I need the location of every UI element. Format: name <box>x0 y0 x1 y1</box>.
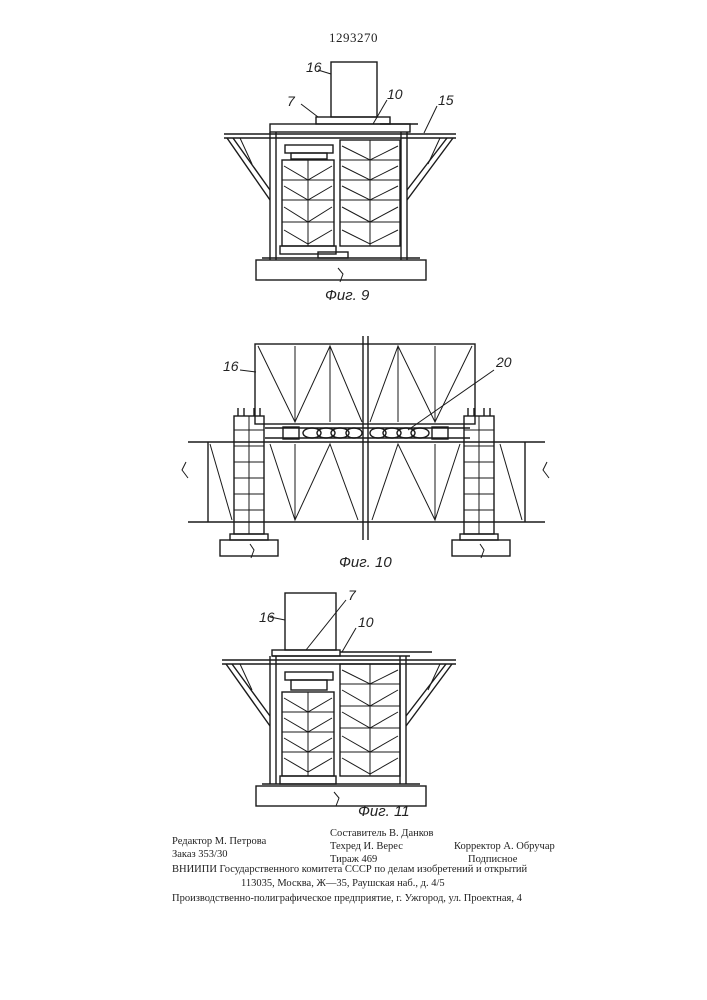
fig11-label-16: 16 <box>259 609 275 625</box>
footer-techred: Техред И. Верес <box>330 840 403 853</box>
footer-printer: Производственно-полиграфическое предприя… <box>172 892 522 905</box>
footer-corrector: Корректор А. Обручар <box>454 840 555 853</box>
footer-order: Заказ 353/30 <box>172 848 227 861</box>
footer-address: 113035, Москва, Ж—35, Раушская наб., д. … <box>241 877 445 890</box>
footer-vniipi: ВНИИПИ Государственного комитета СССР по… <box>172 863 527 876</box>
fig11-caption: Фиг. 11 <box>358 803 410 820</box>
footer-editor: Редактор М. Петрова <box>172 835 266 848</box>
fig11-label-7: 7 <box>348 587 356 603</box>
footer-compiler: Составитель В. Данков <box>330 827 434 840</box>
fig11-label-10: 10 <box>358 614 374 630</box>
